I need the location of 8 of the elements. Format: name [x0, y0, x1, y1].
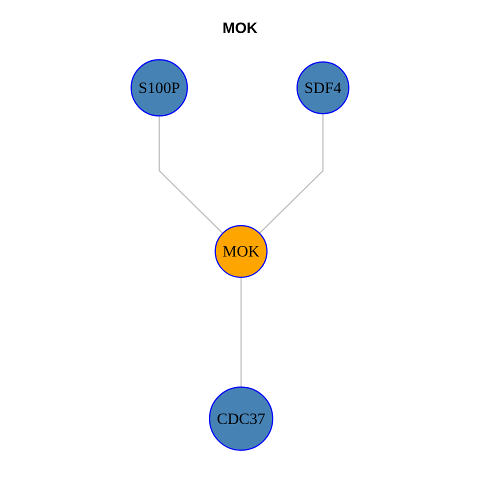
- connector: [158, 116, 224, 234]
- connector: [259, 114, 324, 234]
- node-circle: S100P: [130, 59, 188, 116]
- node-circle: SDF4: [296, 61, 350, 114]
- chart-title: MOK: [222, 20, 258, 37]
- node-circle: MOK: [214, 225, 268, 278]
- node-circle: CDC37: [208, 386, 274, 451]
- connector: [240, 277, 242, 388]
